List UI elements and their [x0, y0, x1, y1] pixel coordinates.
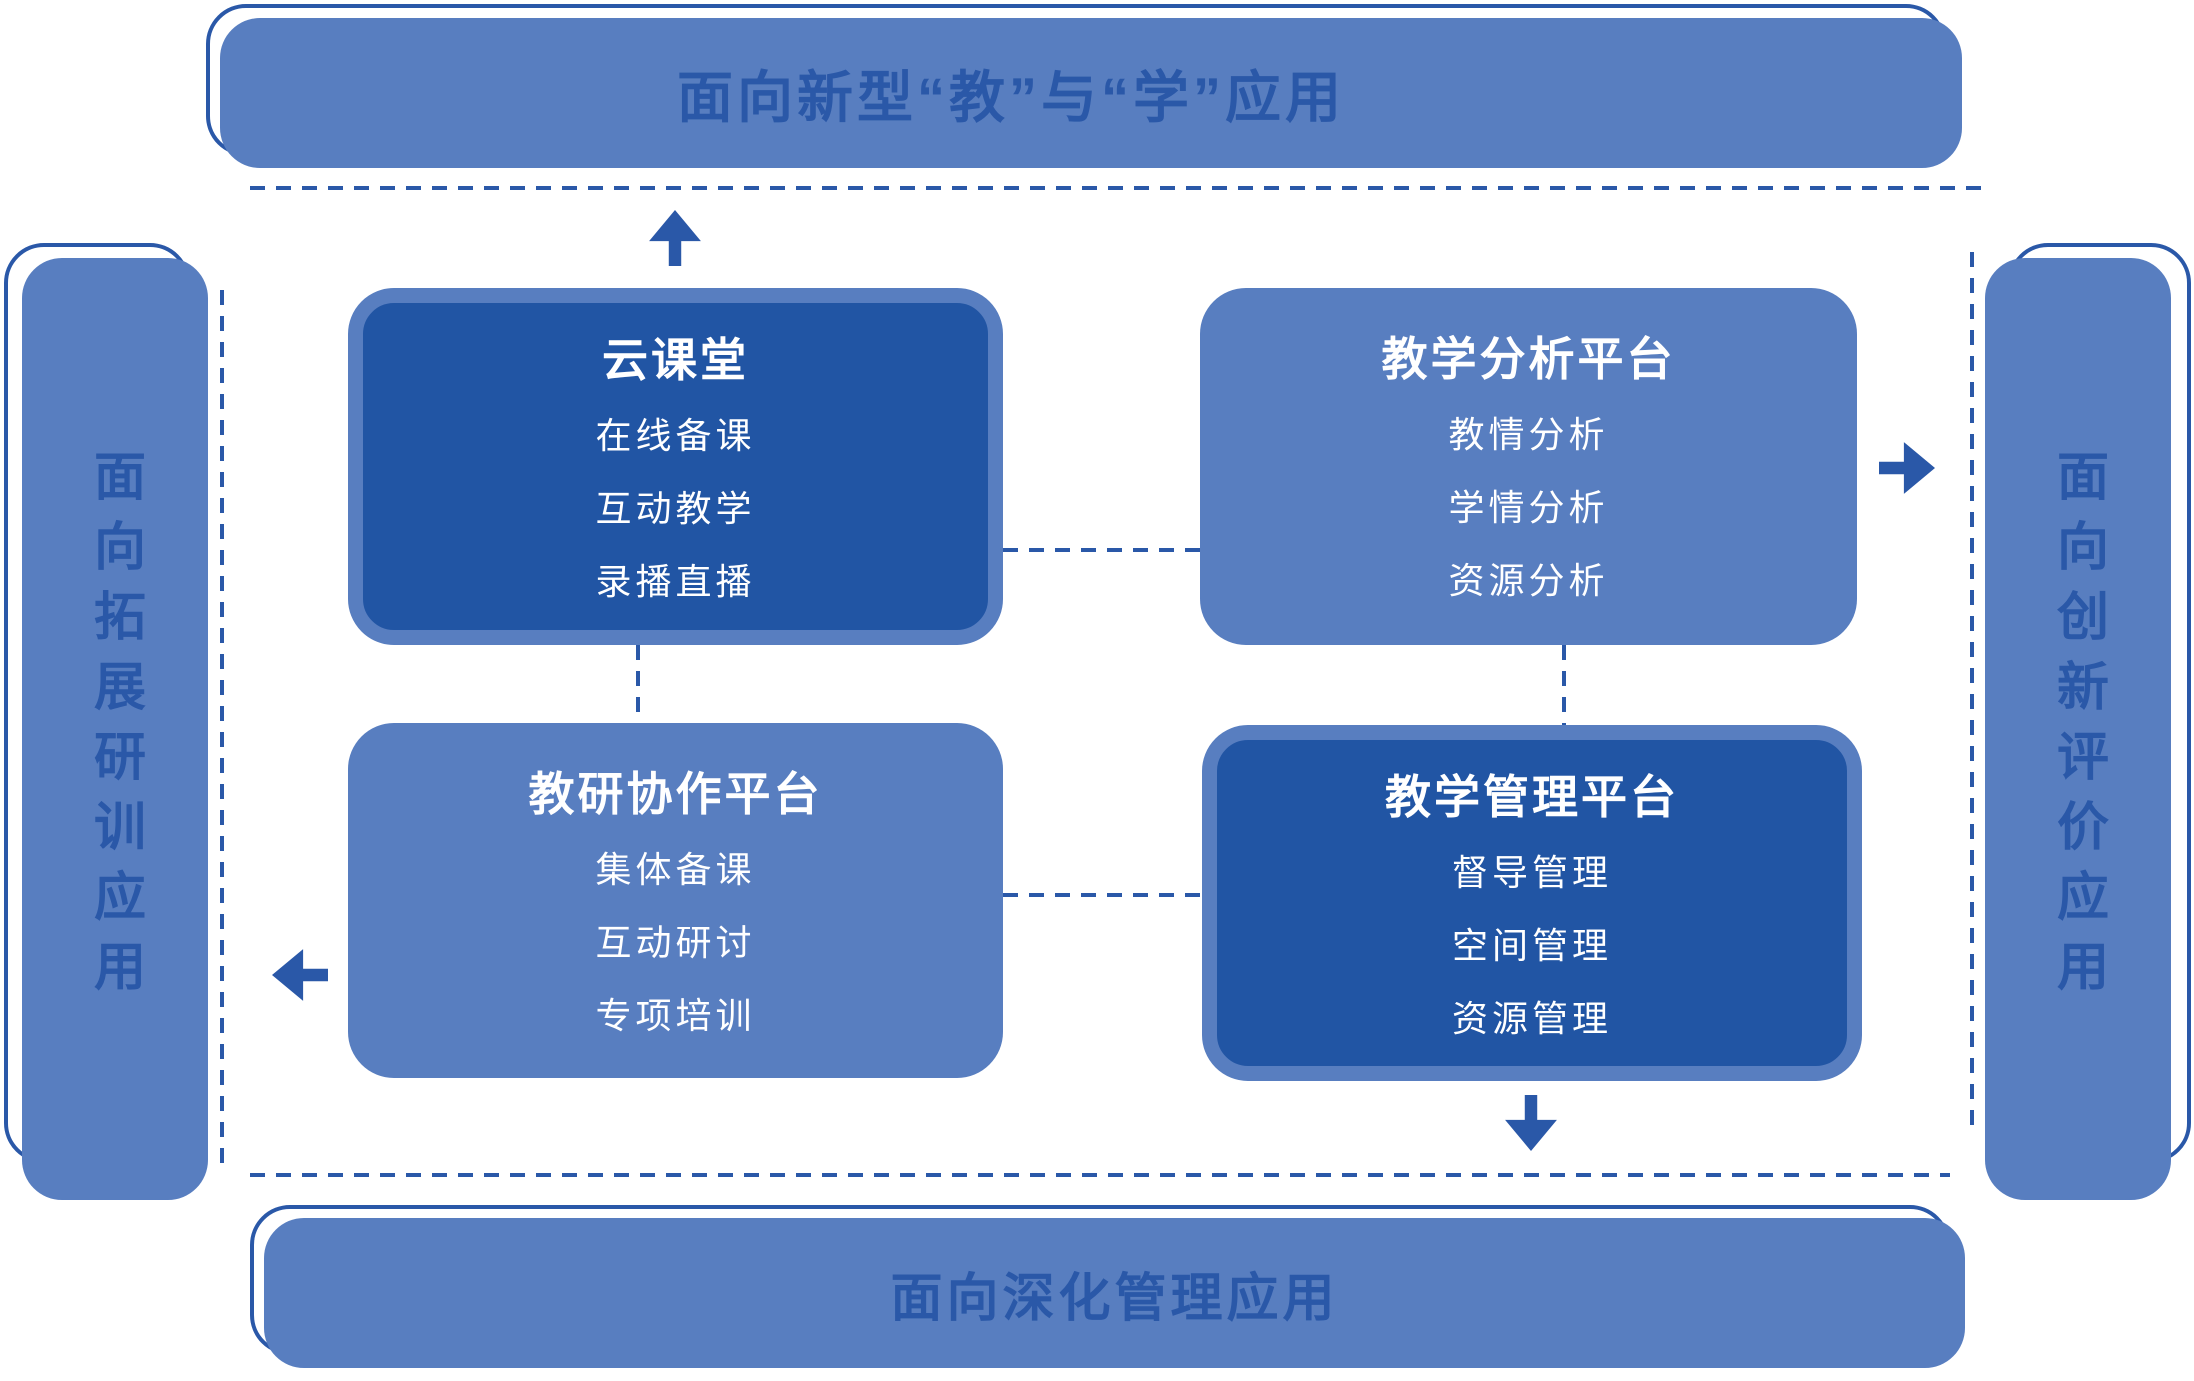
right-banner: 面向创新评价应用	[1985, 258, 2171, 1200]
box-item: 录播直播	[595, 561, 756, 602]
arrow-left-icon	[272, 949, 328, 1001]
box-title: 教学管理平台	[1385, 771, 1679, 823]
box-items: 督导管理 空间管理 资源管理	[1452, 836, 1612, 1055]
arrow-up-icon	[649, 210, 701, 266]
box-items: 集体备课 互动研讨 专项培训	[595, 833, 755, 1052]
box-item: 资源分析	[1448, 560, 1609, 601]
left-banner-label: 面向拓展研训应用	[85, 449, 144, 1009]
arrow-right-icon	[1879, 442, 1935, 494]
box-title: 云课堂	[602, 334, 749, 386]
dashed-rail-right	[1970, 252, 1974, 1125]
box-item: 学情分析	[1448, 487, 1609, 528]
box-item: 督导管理	[1451, 852, 1612, 893]
box-item: 教情分析	[1448, 414, 1609, 455]
dashed-rail-left	[220, 290, 224, 1163]
dashed-rail-bottom	[250, 1173, 1950, 1177]
top-banner-label: 面向新型“教”与“学”应用	[677, 65, 1345, 129]
box-teaching-analysis: 教学分析平台 教情分析 学情分析 资源分析	[1200, 288, 1857, 645]
box-item: 互动研讨	[595, 922, 756, 963]
left-banner: 面向拓展研训应用	[22, 258, 208, 1200]
box-item: 集体备课	[595, 849, 756, 890]
connector-cloud-analysis	[1003, 548, 1200, 552]
box-title: 教学分析平台	[1381, 333, 1676, 385]
box-item: 在线备课	[595, 415, 756, 456]
connector-research-management	[1003, 893, 1202, 897]
box-cloud-classroom: 云课堂 在线备课 互动教学 录播直播	[348, 288, 1003, 645]
box-item: 空间管理	[1451, 925, 1612, 966]
bottom-banner-label: 面向深化管理应用	[890, 1269, 1339, 1328]
connector-cloud-research	[636, 645, 640, 725]
box-research-collaboration: 教研协作平台 集体备课 互动研讨 专项培训	[348, 723, 1003, 1078]
box-teaching-management: 教学管理平台 督导管理 空间管理 资源管理	[1202, 725, 1862, 1081]
box-item: 专项培训	[595, 995, 756, 1036]
right-banner-label: 面向创新评价应用	[2048, 449, 2107, 1009]
dashed-rail-top	[250, 186, 1985, 190]
arrow-down-icon	[1505, 1095, 1557, 1151]
connector-analysis-management	[1562, 645, 1566, 727]
top-banner: 面向新型“教”与“学”应用	[220, 18, 1962, 168]
box-item: 资源管理	[1451, 998, 1612, 1039]
box-title: 教研协作平台	[528, 768, 823, 820]
box-item: 互动教学	[595, 488, 756, 529]
box-items: 在线备课 互动教学 录播直播	[595, 399, 755, 618]
bottom-banner: 面向深化管理应用	[264, 1218, 1965, 1368]
box-items: 教情分析 学情分析 资源分析	[1448, 398, 1608, 617]
